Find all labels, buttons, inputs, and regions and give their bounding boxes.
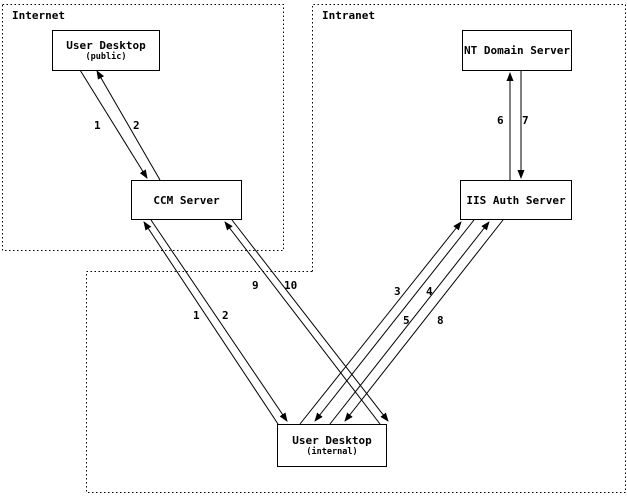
edge-line-2-ccm-to-public [96, 70, 161, 181]
node-subtitle: (public) [85, 52, 127, 62]
edge-label-step-8: 8 [437, 314, 444, 327]
edge-label-step-2-public: 2 [133, 119, 140, 132]
edge-label-step-1-public: 1 [94, 119, 101, 132]
edge-line-9-internal-to-ccm [224, 221, 381, 425]
edge-line-10-ccm-to-internal [231, 219, 389, 422]
edge-label-step-6: 6 [497, 114, 504, 127]
edge-line-1-public-to-ccm [79, 69, 148, 179]
internet-zone-label: Internet [12, 9, 65, 22]
node-user-desktop-internal: User Desktop (internal) [277, 424, 387, 467]
edge-line-3-internal-to-iis [299, 221, 462, 425]
edge-line-8-iis-to-internal [344, 219, 504, 422]
edge-label-step-4: 4 [426, 285, 433, 298]
node-nt-domain-server: NT Domain Server [462, 30, 572, 71]
edge-label-step-2-internal: 2 [222, 309, 229, 322]
node-title: User Desktop [66, 39, 146, 52]
edge-label-step-10: 10 [284, 279, 298, 292]
node-title: IIS Auth Server [466, 193, 566, 207]
edge-line-1-internal-to-ccm [143, 221, 279, 425]
node-title: User Desktop [292, 434, 372, 447]
edge-label-step-7: 7 [522, 114, 529, 127]
edge-label-step-5: 5 [403, 314, 410, 327]
node-iis-auth-server: IIS Auth Server [460, 180, 572, 220]
node-ccm-server: CCM Server [131, 180, 242, 220]
edge-label-step-9: 9 [252, 279, 259, 292]
node-title: CCM Server [153, 193, 220, 207]
edge-line-4-iis-to-internal [314, 219, 475, 422]
edge-line-2-ccm-to-internal [150, 219, 288, 422]
edge-line-5-internal-to-iis [329, 221, 490, 425]
node-subtitle: (internal) [306, 447, 358, 457]
edge-label-step-3: 3 [394, 285, 401, 298]
intranet-zone-label: Intranet [322, 9, 375, 22]
node-title: NT Domain Server [464, 44, 570, 57]
node-user-desktop-public: User Desktop (public) [52, 30, 160, 71]
edge-label-step-1-internal: 1 [193, 309, 200, 322]
intranet-zone-border [86, 4, 626, 493]
